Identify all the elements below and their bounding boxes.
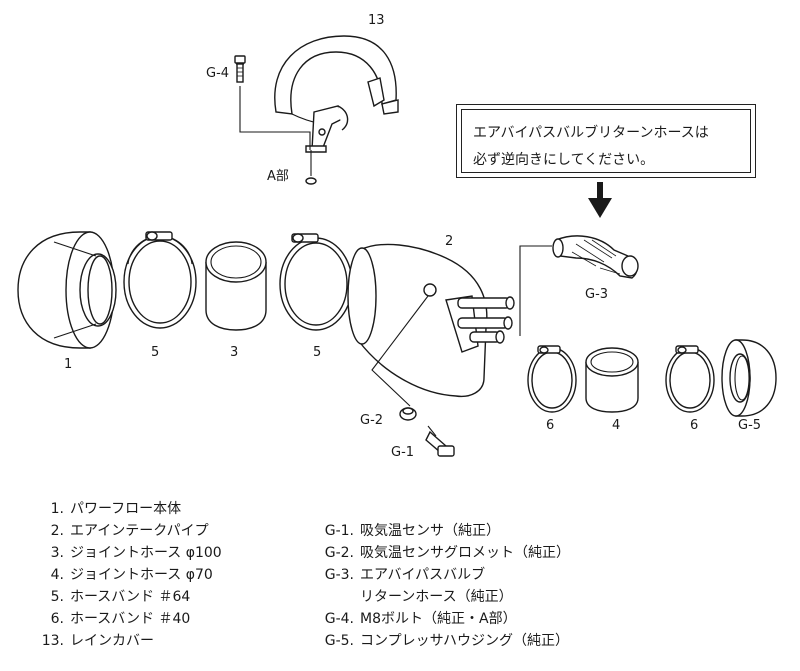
m8-bolt-illustration bbox=[234, 55, 311, 150]
down-arrow-icon bbox=[588, 182, 612, 218]
label-hose-70: 4 bbox=[612, 418, 621, 433]
legend-item: G-3.エアバイパスバルブ bbox=[324, 567, 486, 583]
label-air-flow-body: 1 bbox=[64, 357, 73, 372]
legend-item: 2.エアインテークパイプ bbox=[50, 523, 209, 539]
label-pipe: 2 bbox=[445, 234, 454, 249]
rain-cover-illustration bbox=[274, 35, 399, 153]
label-grommet: G-2 bbox=[360, 413, 384, 428]
part-a-marker bbox=[305, 177, 317, 185]
legend-item: リターンホース（純正） bbox=[360, 589, 513, 605]
legend-item: 3.ジョイントホース φ100 bbox=[50, 545, 222, 561]
hose-band-40-left-illustration bbox=[527, 345, 577, 413]
air-flow-body-illustration bbox=[17, 231, 117, 349]
legend-item: G-1.吸気温センサ（純正） bbox=[324, 523, 500, 539]
label-band-small-right: 6 bbox=[690, 418, 699, 433]
compressor-housing-illustration bbox=[721, 339, 777, 417]
legend-item: G-5.コンプレッサハウジング（純正） bbox=[324, 633, 570, 649]
caution-note-line-1: エアバイパスバルブリターンホースは bbox=[473, 125, 709, 141]
caution-note-box: エアバイパスバルブリターンホースは 必ず逆向きにしてください。 bbox=[456, 104, 756, 178]
bypass-valve-return-hose-illustration bbox=[519, 235, 639, 336]
legend-item: 6.ホースバンド ＃40 bbox=[50, 611, 191, 627]
label-hose-100: 3 bbox=[230, 345, 239, 360]
legend-item: G-4.M8ボルト（純正・A部） bbox=[324, 611, 517, 627]
joint-hose-70-illustration bbox=[585, 347, 639, 413]
caution-note-inner: エアバイパスバルブリターンホースは 必ず逆向きにしてください。 bbox=[461, 109, 751, 173]
label-sensor: G-1 bbox=[391, 445, 415, 460]
joint-hose-100-illustration bbox=[205, 241, 267, 331]
label-band-small-left: 6 bbox=[546, 418, 555, 433]
caution-note-line-2: 必ず逆向きにしてください。 bbox=[473, 152, 655, 168]
legend-item: 4.ジョイントホース φ70 bbox=[50, 567, 213, 583]
hose-band-64-right-illustration bbox=[279, 233, 353, 331]
hose-band-40-right-illustration bbox=[665, 345, 715, 413]
label-part-a: A部 bbox=[267, 169, 289, 184]
label-housing: G-5 bbox=[738, 418, 762, 433]
air-intake-pipe-illustration bbox=[347, 243, 515, 398]
label-rain-cover: 13 bbox=[368, 13, 385, 28]
sensor-grommet-illustration bbox=[371, 295, 429, 421]
label-bolt: G-4 bbox=[206, 66, 230, 81]
legend-item: 5.ホースバンド ＃64 bbox=[50, 589, 191, 605]
legend-item: 13.レインカバー bbox=[41, 633, 154, 649]
label-bypass-hose: G-3 bbox=[585, 287, 609, 302]
intake-temp-sensor-illustration bbox=[425, 425, 455, 457]
legend-item: G-2.吸気温センサグロメット（純正） bbox=[324, 545, 570, 561]
hose-band-64-left-illustration bbox=[123, 231, 197, 329]
parts-legend-right: G-1.吸気温センサ（純正） G-2.吸気温センサグロメット（純正） G-3.エ… bbox=[314, 520, 570, 652]
label-band-left: 5 bbox=[151, 345, 160, 360]
label-band-right: 5 bbox=[313, 345, 322, 360]
legend-item: 1.パワーフロー本体 bbox=[50, 501, 182, 517]
parts-legend-left: 1.パワーフロー本体 2.エアインテークパイプ 3.ジョイントホース φ100 … bbox=[34, 498, 222, 652]
